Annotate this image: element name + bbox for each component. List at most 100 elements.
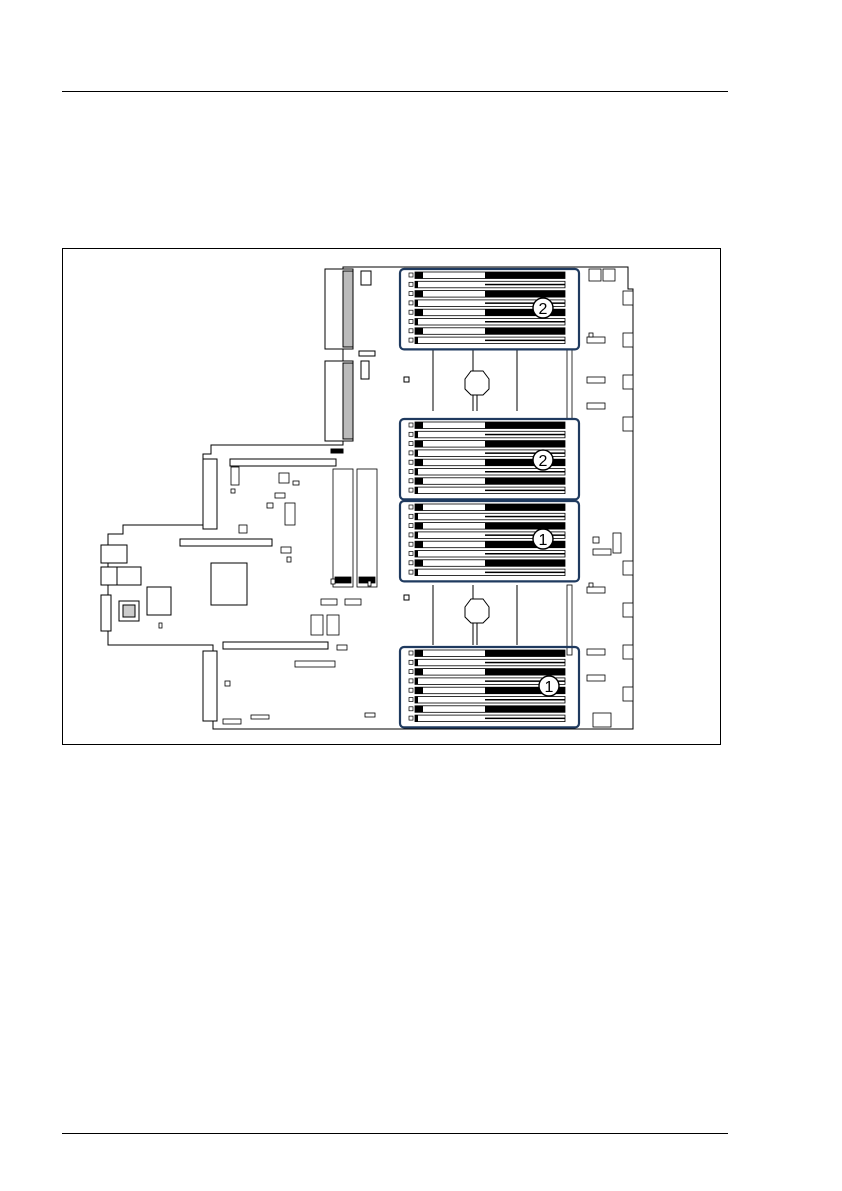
dimm-slot-key [415,309,423,316]
dimm-latch [409,505,413,509]
dimm-slot-key [415,300,418,307]
dimm-slot-key [415,551,418,558]
dimm-slot-key [415,669,423,676]
dimm-latch [409,524,413,528]
callout-label: 2 [539,301,548,318]
dimm-slot-key [415,441,423,448]
dimm-slot-key [415,328,423,335]
dimm-slot-fill [485,523,565,530]
callout-label: 2 [539,453,548,470]
ide-connectors [325,269,375,441]
dimm-latch [409,488,413,492]
dimm-slot-key [415,337,418,344]
dimm-slot-fill [485,662,565,664]
footer-rule [62,1133,728,1134]
dimm-latch [409,651,413,655]
dimm-slot-fill [485,699,565,701]
dimm-slot-fill [485,321,565,323]
dimm-slot-fill [485,272,565,279]
dimm-latch [409,514,413,518]
dimm-slot-key [415,513,418,520]
dimm-slot-key [415,650,423,657]
dimm-slot-fill [485,434,565,436]
dimm-latch [409,292,413,296]
dimm-slot-key [415,523,423,530]
dimm-slot-fill [485,441,565,448]
dimm-latch [409,310,413,314]
dimm-slot-key [415,706,423,713]
header-rule [62,91,728,92]
dimm-latch [409,542,413,546]
dimm-slot-fill [485,650,565,657]
dimm-slot-fill [485,669,565,676]
dimm-latch [409,533,413,537]
dimm-slot-fill [485,553,565,555]
dimm-slot-fill [485,560,565,567]
dimm-latch [409,338,413,342]
dimm-slot-fill [485,504,565,511]
dimm-slot-key [415,687,423,694]
dimm-slot-fill [485,452,565,454]
dimm-latch [409,570,413,574]
dimm-slot-key [415,541,423,548]
dimm-slot-fill [485,490,565,492]
dimm-latch [409,273,413,277]
dimm-slot-key [415,697,418,704]
dimm-latch [409,707,413,711]
dimm-latch [409,329,413,333]
dimm-latch [409,660,413,664]
dimm-slot-fill [485,291,565,298]
dimm-slot-key [415,291,423,298]
dimm-slot-fill [485,302,565,304]
dimm-slot-fill [485,471,565,473]
dimm-slot-fill [485,328,565,335]
dimm-slot-key [415,532,418,539]
dimm-slot-key [415,469,418,476]
dimm-slot-key [415,569,418,576]
dimm-slot-key [415,422,423,429]
dimm-latch [409,688,413,692]
misc-components [159,467,377,724]
dimm-latch [409,301,413,305]
dimm-slot-key [415,678,418,685]
dimm-latch [409,561,413,565]
callout-label: 1 [539,532,548,549]
dimm-slot-key [415,450,418,457]
dimm-slot-fill [485,340,565,342]
dimm-slot-key [415,431,418,438]
dimm-latch [409,432,413,436]
dimm-slot-key [415,560,423,567]
dimm-latch [409,679,413,683]
dimm-latch [409,552,413,556]
dimm-latch [409,670,413,674]
dimm-latch [409,442,413,446]
rear-io [101,545,247,631]
dimm-slot-fill [485,422,565,429]
dimm-slot-fill [485,572,565,574]
dimm-latch [409,423,413,427]
dimm-latch [409,698,413,702]
dimm-latch [409,460,413,464]
dimm-slot-key [415,319,418,326]
pcie-slots [180,449,343,721]
dimm-slot-fill [485,284,565,286]
dimm-latch [409,716,413,720]
dimm-latch [409,479,413,483]
dimm-slot-fill [485,718,565,720]
dimm-slot-key [415,659,418,666]
dimm-slot-key [415,281,418,288]
dimm-slot-key [415,715,418,722]
dimm-slot-key [415,459,423,466]
dimm-slot-key [415,504,423,511]
dimm-slot-key [415,272,423,279]
dimm-latch [409,282,413,286]
right-edge-connectors [567,269,621,727]
dimm-slot-fill [485,706,565,713]
fan-connectors [623,291,633,701]
dimm-latch [409,470,413,474]
dimm-slots [400,269,579,727]
dimm-slot-fill [485,516,565,518]
